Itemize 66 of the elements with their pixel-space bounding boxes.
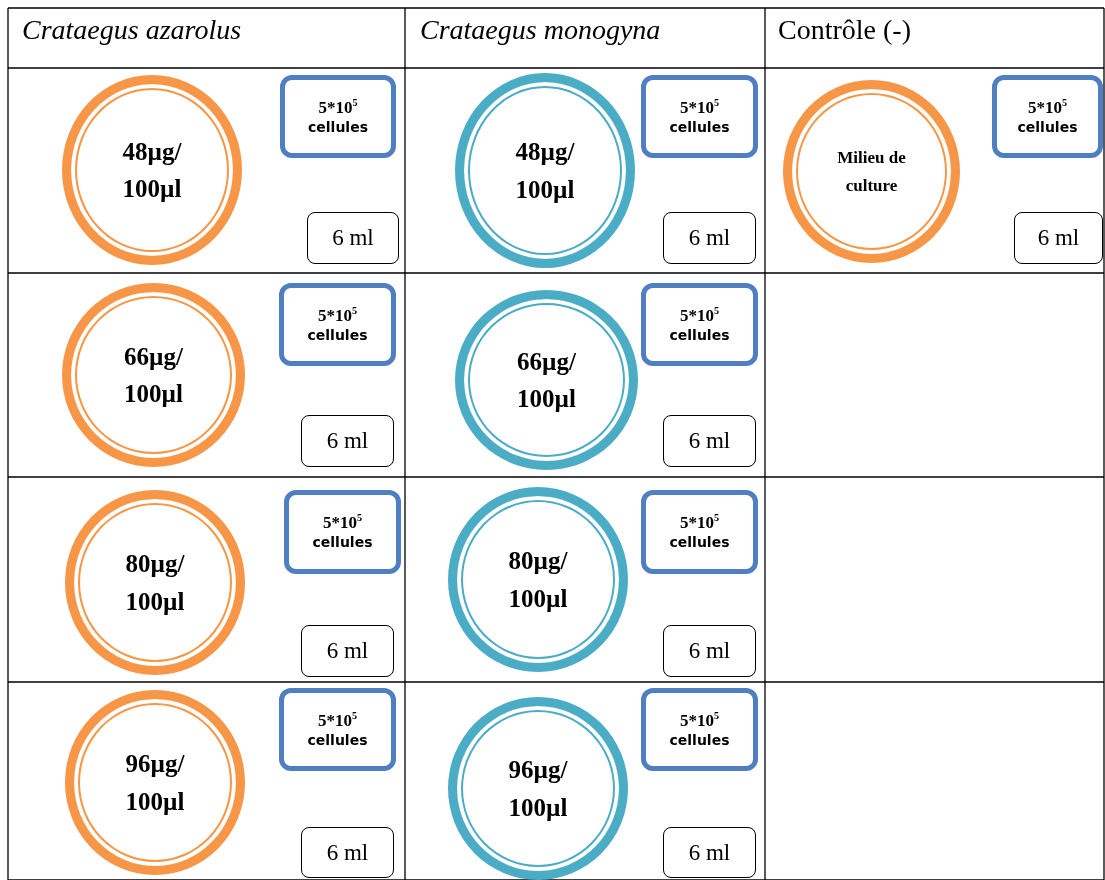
volume-box	[663, 212, 756, 264]
concentration-label: 66µg/ 100µl	[123, 341, 184, 409]
dish-circle	[62, 283, 245, 467]
concentration-label: 66µg/ 100µl	[516, 346, 577, 414]
concentration-label: 96µg/ 100µl	[507, 755, 569, 823]
concentration-label: 96µg/ 100µl	[124, 749, 186, 817]
cell-count-label: 5*10$^{5}$	[1027, 96, 1068, 118]
volume-box	[301, 625, 394, 677]
column-header: Crataegus monogyna	[420, 14, 661, 46]
cell-count-box	[641, 283, 758, 366]
unit-label: cellules	[307, 325, 368, 345]
cell-count-label: 5*10$^{5}$	[317, 709, 358, 731]
cell-count-box	[992, 75, 1103, 158]
concentration-label: 48µg/ 100µl	[514, 137, 576, 205]
cell-count-label: 5*10$^{5}$	[322, 512, 363, 534]
volume-box	[301, 415, 394, 467]
cell-count-box	[279, 283, 396, 366]
dish-circle	[65, 690, 245, 875]
unit-label: cellules	[669, 533, 730, 552]
unit-label: cellules	[312, 533, 373, 552]
volume-label: 6 ml	[688, 638, 731, 664]
volume-label: 6 ml	[688, 839, 731, 866]
volume-label: 6 ml	[326, 428, 369, 454]
volume-label: 6 ml	[326, 839, 369, 866]
volume-box	[663, 827, 756, 878]
concentration-label: 80µg/ 100µl	[124, 549, 186, 617]
volume-label: 6 ml	[326, 638, 369, 664]
cell-count-label: 5*10$^{5}$	[679, 96, 720, 118]
volume-box	[663, 415, 756, 467]
cell-count-box	[641, 490, 758, 574]
cell-count-label: 5*10$^{5}$	[318, 96, 358, 118]
dish-circle	[783, 80, 960, 263]
cell-count-box	[641, 688, 758, 771]
cell-count-box	[641, 75, 758, 158]
cell-count-label: 5*10$^{5}$	[317, 304, 358, 326]
unit-label: cellules	[307, 730, 368, 750]
unit-label: cellules	[1017, 117, 1078, 137]
dish-circle	[65, 490, 245, 675]
concentration-label: Milieu de culture	[836, 147, 907, 197]
cell-count-box	[280, 75, 396, 158]
volume-label: 6 ml	[1037, 225, 1080, 251]
unit-label: cellules	[669, 117, 730, 137]
cell-count-label: 5*10$^{5}$	[679, 709, 720, 731]
dish-circle	[448, 697, 628, 880]
column-header: Contrôle (-)	[778, 14, 911, 46]
concentration-label: 48µg/ 100µl	[121, 136, 183, 204]
cell-count-box	[279, 688, 396, 771]
volume-box	[307, 212, 399, 264]
volume-box	[1014, 212, 1103, 264]
volume-box	[663, 625, 756, 677]
volume-label: 6 ml	[688, 428, 731, 454]
volume-label: 6 ml	[688, 225, 731, 251]
dish-circle	[455, 290, 638, 470]
unit-label: cellules	[669, 730, 730, 750]
dish-circle	[448, 487, 628, 672]
cell-count-box	[284, 490, 401, 574]
cell-count-label: 5*10$^{5}$	[679, 304, 720, 326]
unit-label: cellules	[669, 325, 730, 345]
cell-count-label: 5*10$^{5}$	[679, 512, 720, 534]
volume-label: 6 ml	[332, 225, 374, 251]
column-header: Crataegus azarolus	[22, 14, 242, 46]
dish-circle	[62, 75, 242, 265]
dish-circle	[455, 73, 635, 268]
volume-box	[301, 827, 394, 878]
unit-label: cellules	[308, 117, 368, 137]
concentration-label: 80µg/ 100µl	[507, 546, 569, 614]
